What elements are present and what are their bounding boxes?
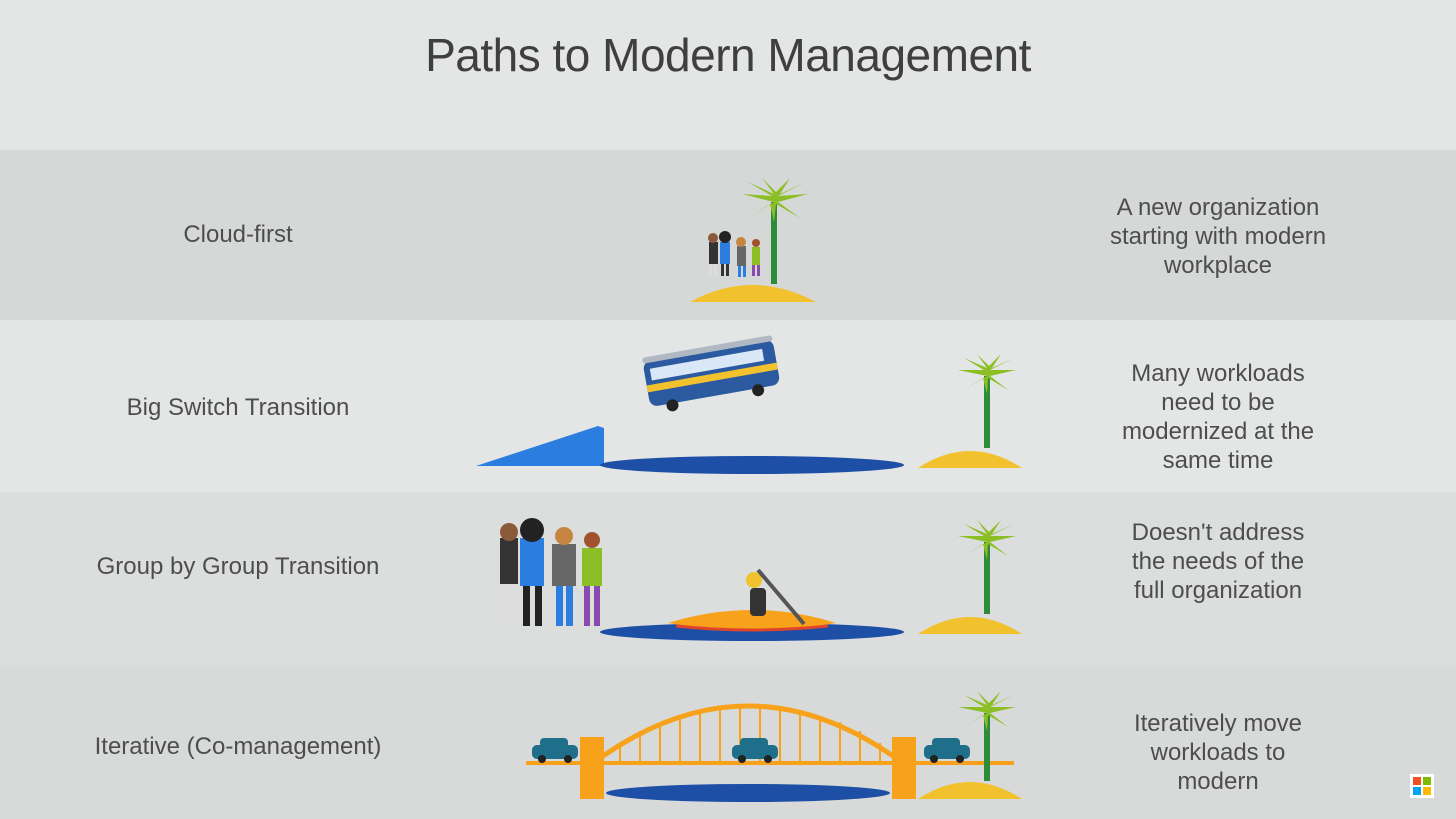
palm-tree-icon (918, 354, 1022, 468)
row-iterative: Iterative (Co-management) (0, 665, 1456, 819)
people-group-icon (708, 231, 760, 277)
row-description: A new organization starting with modern … (1109, 194, 1327, 279)
row-description: Iteratively move workloads to modern (1133, 710, 1303, 795)
car-icon (924, 738, 970, 763)
car-icon (532, 738, 578, 763)
people-group-icon (500, 518, 602, 626)
row-group-by-group: Group by Group Transition Doesn't addres… (0, 492, 1456, 665)
bridge-icon (526, 703, 1014, 799)
slide-title: Paths to Modern Management (425, 29, 1031, 81)
row-label: Big Switch Transition (126, 394, 350, 421)
row-label: Cloud-first (183, 221, 293, 248)
row-label: Group by Group Transition (96, 553, 380, 580)
palm-tree-icon (918, 520, 1022, 634)
palm-tree-icon (690, 178, 816, 302)
bridge-illustration (526, 691, 1022, 802)
bus-jump-illustration (476, 335, 1022, 474)
kayak-icon (668, 568, 836, 632)
row-label: Iterative (Co-management) (94, 733, 382, 760)
palm-tree-icon (918, 691, 1022, 799)
row-description: Doesn't address the needs of the full or… (1131, 519, 1305, 604)
bus-icon (642, 335, 780, 412)
ramp (476, 426, 604, 466)
water (606, 784, 890, 802)
kayak-illustration (500, 518, 1022, 641)
microsoft-logo-icon (1410, 774, 1434, 798)
island-illustration (690, 178, 816, 302)
row-description: Many workloads need to be modernized at … (1121, 360, 1315, 474)
water (600, 456, 904, 474)
row-big-switch: Big Switch Transition Many workloads nee… (0, 320, 1456, 492)
car-icon (732, 738, 778, 763)
row-cloud-first: Cloud-first A new organization starting … (0, 150, 1456, 320)
